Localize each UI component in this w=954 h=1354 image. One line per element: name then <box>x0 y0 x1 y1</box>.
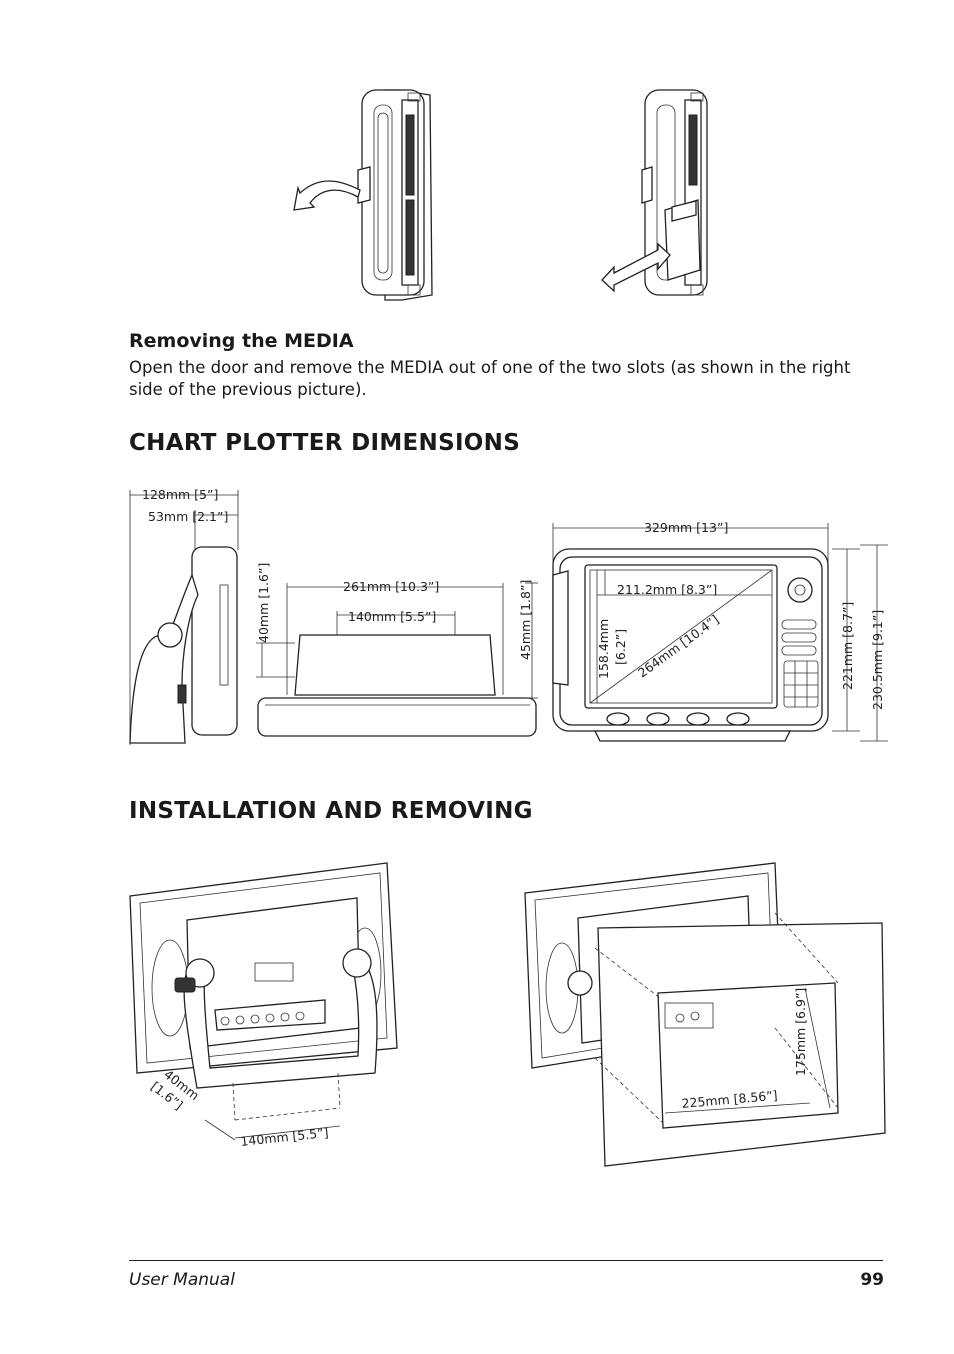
page-number: 99 <box>860 1270 884 1290</box>
dim-total-height: 230.5mm [9.1”] <box>870 610 885 710</box>
dim-bracket-height: 40mm [1.6”] <box>256 563 271 643</box>
dim-screen-height-in: [6.2”] <box>613 629 628 665</box>
dim-cutout-height: 175mm [6.9”] <box>793 988 808 1076</box>
chart-plotter-dimensions-diagram: 128mm [5”] 53mm [2.1”] 261mm [10.3”] 140… <box>129 487 888 745</box>
media-card-removal-illustration <box>601 89 708 296</box>
chart-plotter-dimensions-heading: CHART PLOTTER DIMENSIONS <box>129 430 521 456</box>
removing-media-heading: Removing the MEDIA <box>129 330 354 352</box>
dim-unit-height: 221mm [8.7”] <box>840 602 855 690</box>
dim-hole-spacing: 140mm [5.5”] <box>240 1125 329 1149</box>
bracket-installation-illustration <box>129 862 398 1141</box>
footer-divider <box>129 1260 883 1261</box>
dim-depth-unit: 53mm [2.1”] <box>148 509 228 524</box>
removing-media-text: Open the door and remove the MEDIA out o… <box>129 358 851 399</box>
dim-depth-total: 128mm [5”] <box>142 487 218 502</box>
flush-mount-installation-illustration <box>524 862 886 1167</box>
dim-total-width: 329mm [13”] <box>644 520 728 535</box>
dim-cutout-width: 225mm [8.56”] <box>681 1088 778 1111</box>
side-view-drawing <box>129 490 239 745</box>
dim-bracket-width: 261mm [10.3”] <box>343 579 439 594</box>
front-view-drawing <box>552 523 888 742</box>
dim-base-height: 45mm [1.8”] <box>518 580 533 660</box>
dim-screen-width: 211.2mm [8.3”] <box>617 582 717 597</box>
installation-removing-heading: INSTALLATION AND REMOVING <box>129 798 533 824</box>
cutout-labels-layer-right: 225mm [8.56”] 175mm [6.9”] <box>681 988 808 1111</box>
media-door-open-illustration <box>293 89 433 301</box>
bracket-view-drawing <box>256 582 538 737</box>
footer-title: User Manual <box>129 1270 235 1290</box>
cutout-labels-layer-left: 40mm [1.6”] 140mm [5.5”] <box>148 1067 329 1149</box>
dim-bracket-holes: 140mm [5.5”] <box>348 609 436 624</box>
dim-screen-height-mm: 158.4mm <box>596 619 611 679</box>
